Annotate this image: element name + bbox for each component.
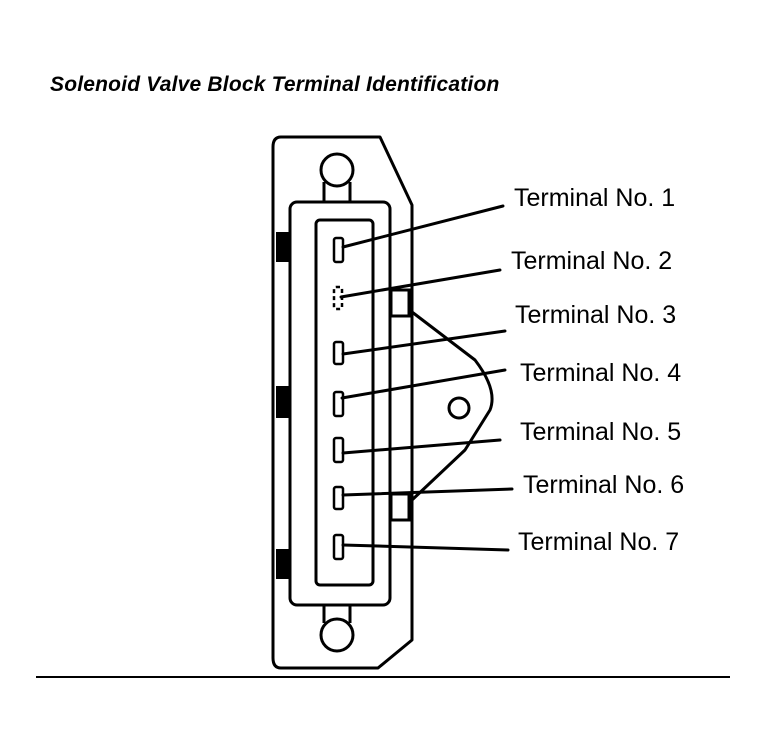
latch-knobs [319, 152, 355, 653]
terminal-pins [332, 236, 345, 561]
terminal-pin-7 [332, 533, 345, 561]
leader-line-6 [341, 487, 514, 497]
mounting-hole [447, 396, 471, 420]
bottom-latch-knob [319, 605, 355, 653]
inner-cavity [314, 218, 375, 587]
connector-housing [271, 135, 414, 670]
terminal-pin-1 [332, 236, 345, 264]
terminal-label-5: Terminal No. 5 [520, 418, 681, 446]
terminal-label-2: Terminal No. 2 [511, 247, 672, 275]
housing-notches [276, 232, 411, 579]
leader-lines [339, 204, 514, 552]
terminal-label-6: Terminal No. 6 [523, 471, 684, 499]
leader-line-4 [340, 368, 507, 400]
mounting-tab [410, 310, 494, 502]
terminal-pin-4 [332, 390, 345, 418]
terminal-label-1: Terminal No. 1 [514, 184, 675, 212]
leader-line-2 [339, 268, 502, 299]
terminal-labels: Terminal No. 1 Terminal No. 2 Terminal N… [511, 184, 684, 556]
terminal-label-7: Terminal No. 7 [518, 528, 679, 556]
terminal-pin-5 [332, 436, 345, 464]
terminal-pin-3 [332, 340, 345, 366]
leader-line-7 [341, 543, 510, 552]
terminal-label-3: Terminal No. 3 [515, 301, 676, 329]
terminal-pin-6 [332, 485, 345, 511]
diagram-title: Solenoid Valve Block Terminal Identifica… [50, 73, 500, 96]
leader-line-1 [341, 204, 505, 249]
top-latch-knob [319, 152, 355, 202]
leader-line-3 [341, 329, 507, 356]
leader-line-5 [341, 438, 502, 455]
terminal-label-4: Terminal No. 4 [520, 359, 681, 387]
